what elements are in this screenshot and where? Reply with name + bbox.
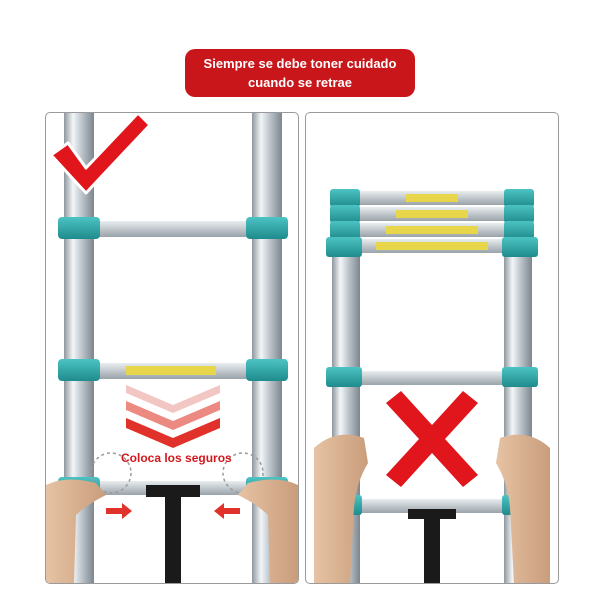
collapsed-rung-stack [326, 189, 538, 257]
hand-left [46, 479, 106, 583]
ladder-rung [346, 371, 518, 385]
warning-banner-line2: cuando se retrae [247, 75, 353, 90]
warning-banner: Siempre se debe toner cuidado cuando se … [185, 49, 415, 97]
rung-clamp [246, 217, 288, 239]
ladder-incorrect-illustration [314, 189, 550, 583]
x-mark-icon [386, 391, 478, 487]
ladder-handle-stem [424, 517, 440, 583]
warning-banner-line1: Siempre se debe toner cuidado [203, 56, 397, 71]
hand-left [314, 434, 368, 583]
ladder-handle [408, 509, 456, 519]
rung-clamp [326, 367, 362, 387]
arrow-right-icon [106, 503, 132, 519]
rung-clamp [246, 359, 288, 381]
ladder-handle-stem [165, 493, 181, 583]
incorrect-usage-panel [305, 112, 559, 584]
ladder-rung [90, 221, 256, 237]
chevron-down-icon [126, 385, 220, 448]
correct-usage-panel: Coloca los seguros [45, 112, 299, 584]
check-mark-icon [49, 113, 152, 195]
rung-clamp [58, 217, 100, 239]
locks-instruction-label: Coloca los seguros [121, 451, 232, 465]
hand-right [238, 479, 298, 583]
ladder-rung [346, 499, 518, 513]
rung-label-sticker [126, 366, 216, 375]
arrow-left-icon [214, 503, 240, 519]
rung-clamp [58, 359, 100, 381]
rung-clamp [502, 367, 538, 387]
ladder-handle [146, 485, 200, 497]
hand-right [496, 434, 550, 583]
ladder-correct-illustration [46, 113, 298, 583]
lock-highlight-left [90, 452, 132, 494]
